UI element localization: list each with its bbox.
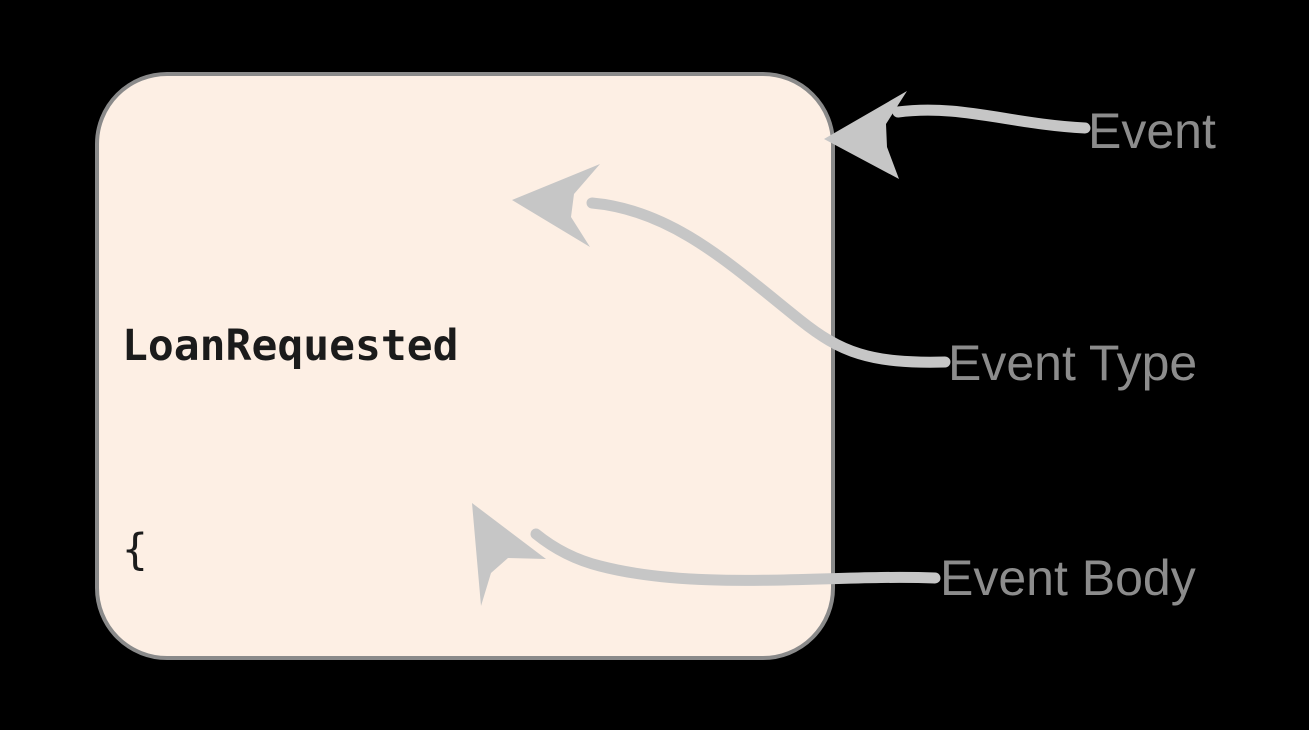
- annotation-label-event-type: Event Type: [948, 335, 1198, 391]
- annotation-label-event: Event: [1088, 103, 1216, 159]
- event-body-open-brace: {: [122, 525, 148, 575]
- event-card: LoanRequested { id: 123, amount: 100, bo…: [95, 72, 835, 730]
- event-connector-line: [892, 104, 1091, 134]
- event-type-text: LoanRequested: [122, 321, 459, 371]
- event-body-field-id: id: 123,: [122, 720, 822, 730]
- annotation-label-event-body: Event Body: [940, 550, 1196, 606]
- event-arrowhead-icon: [824, 91, 907, 179]
- event-card-code: LoanRequested { id: 123, amount: 100, bo…: [122, 176, 822, 730]
